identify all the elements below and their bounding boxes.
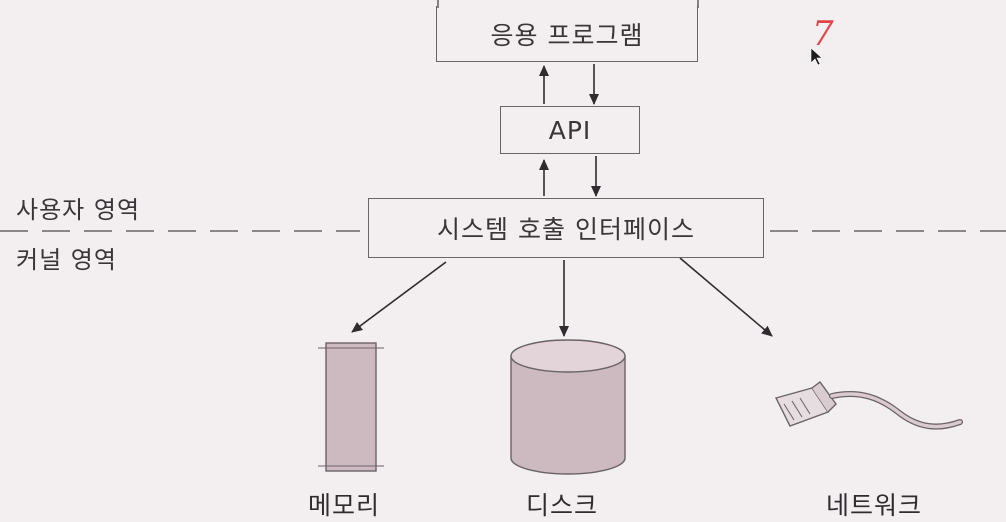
memory-icon xyxy=(318,342,384,472)
cursor-icon xyxy=(810,47,823,66)
api-label: API xyxy=(548,115,592,145)
network-label: 네트워크 xyxy=(826,491,923,520)
syscall-interface-label: 시스템 호출 인터페이스 xyxy=(437,215,695,244)
network-cable-icon xyxy=(774,381,963,430)
memory-label: 메모리 xyxy=(308,491,381,520)
kernel-area-label: 커널 영역 xyxy=(16,246,117,274)
user-area-label: 사용자 영역 xyxy=(16,196,141,224)
arrow-to-memory xyxy=(351,261,447,333)
app-program-box: 응용 프로그램 xyxy=(436,6,698,62)
syscall-interface-box: 시스템 호출 인터페이스 xyxy=(368,198,764,258)
api-box: API xyxy=(500,106,640,154)
disk-icon xyxy=(510,339,626,475)
arrow-to-network xyxy=(679,257,773,337)
disk-label: 디스크 xyxy=(526,491,599,520)
app-program-label: 응용 프로그램 xyxy=(490,20,644,50)
annotation-mark: 7 xyxy=(812,14,834,54)
